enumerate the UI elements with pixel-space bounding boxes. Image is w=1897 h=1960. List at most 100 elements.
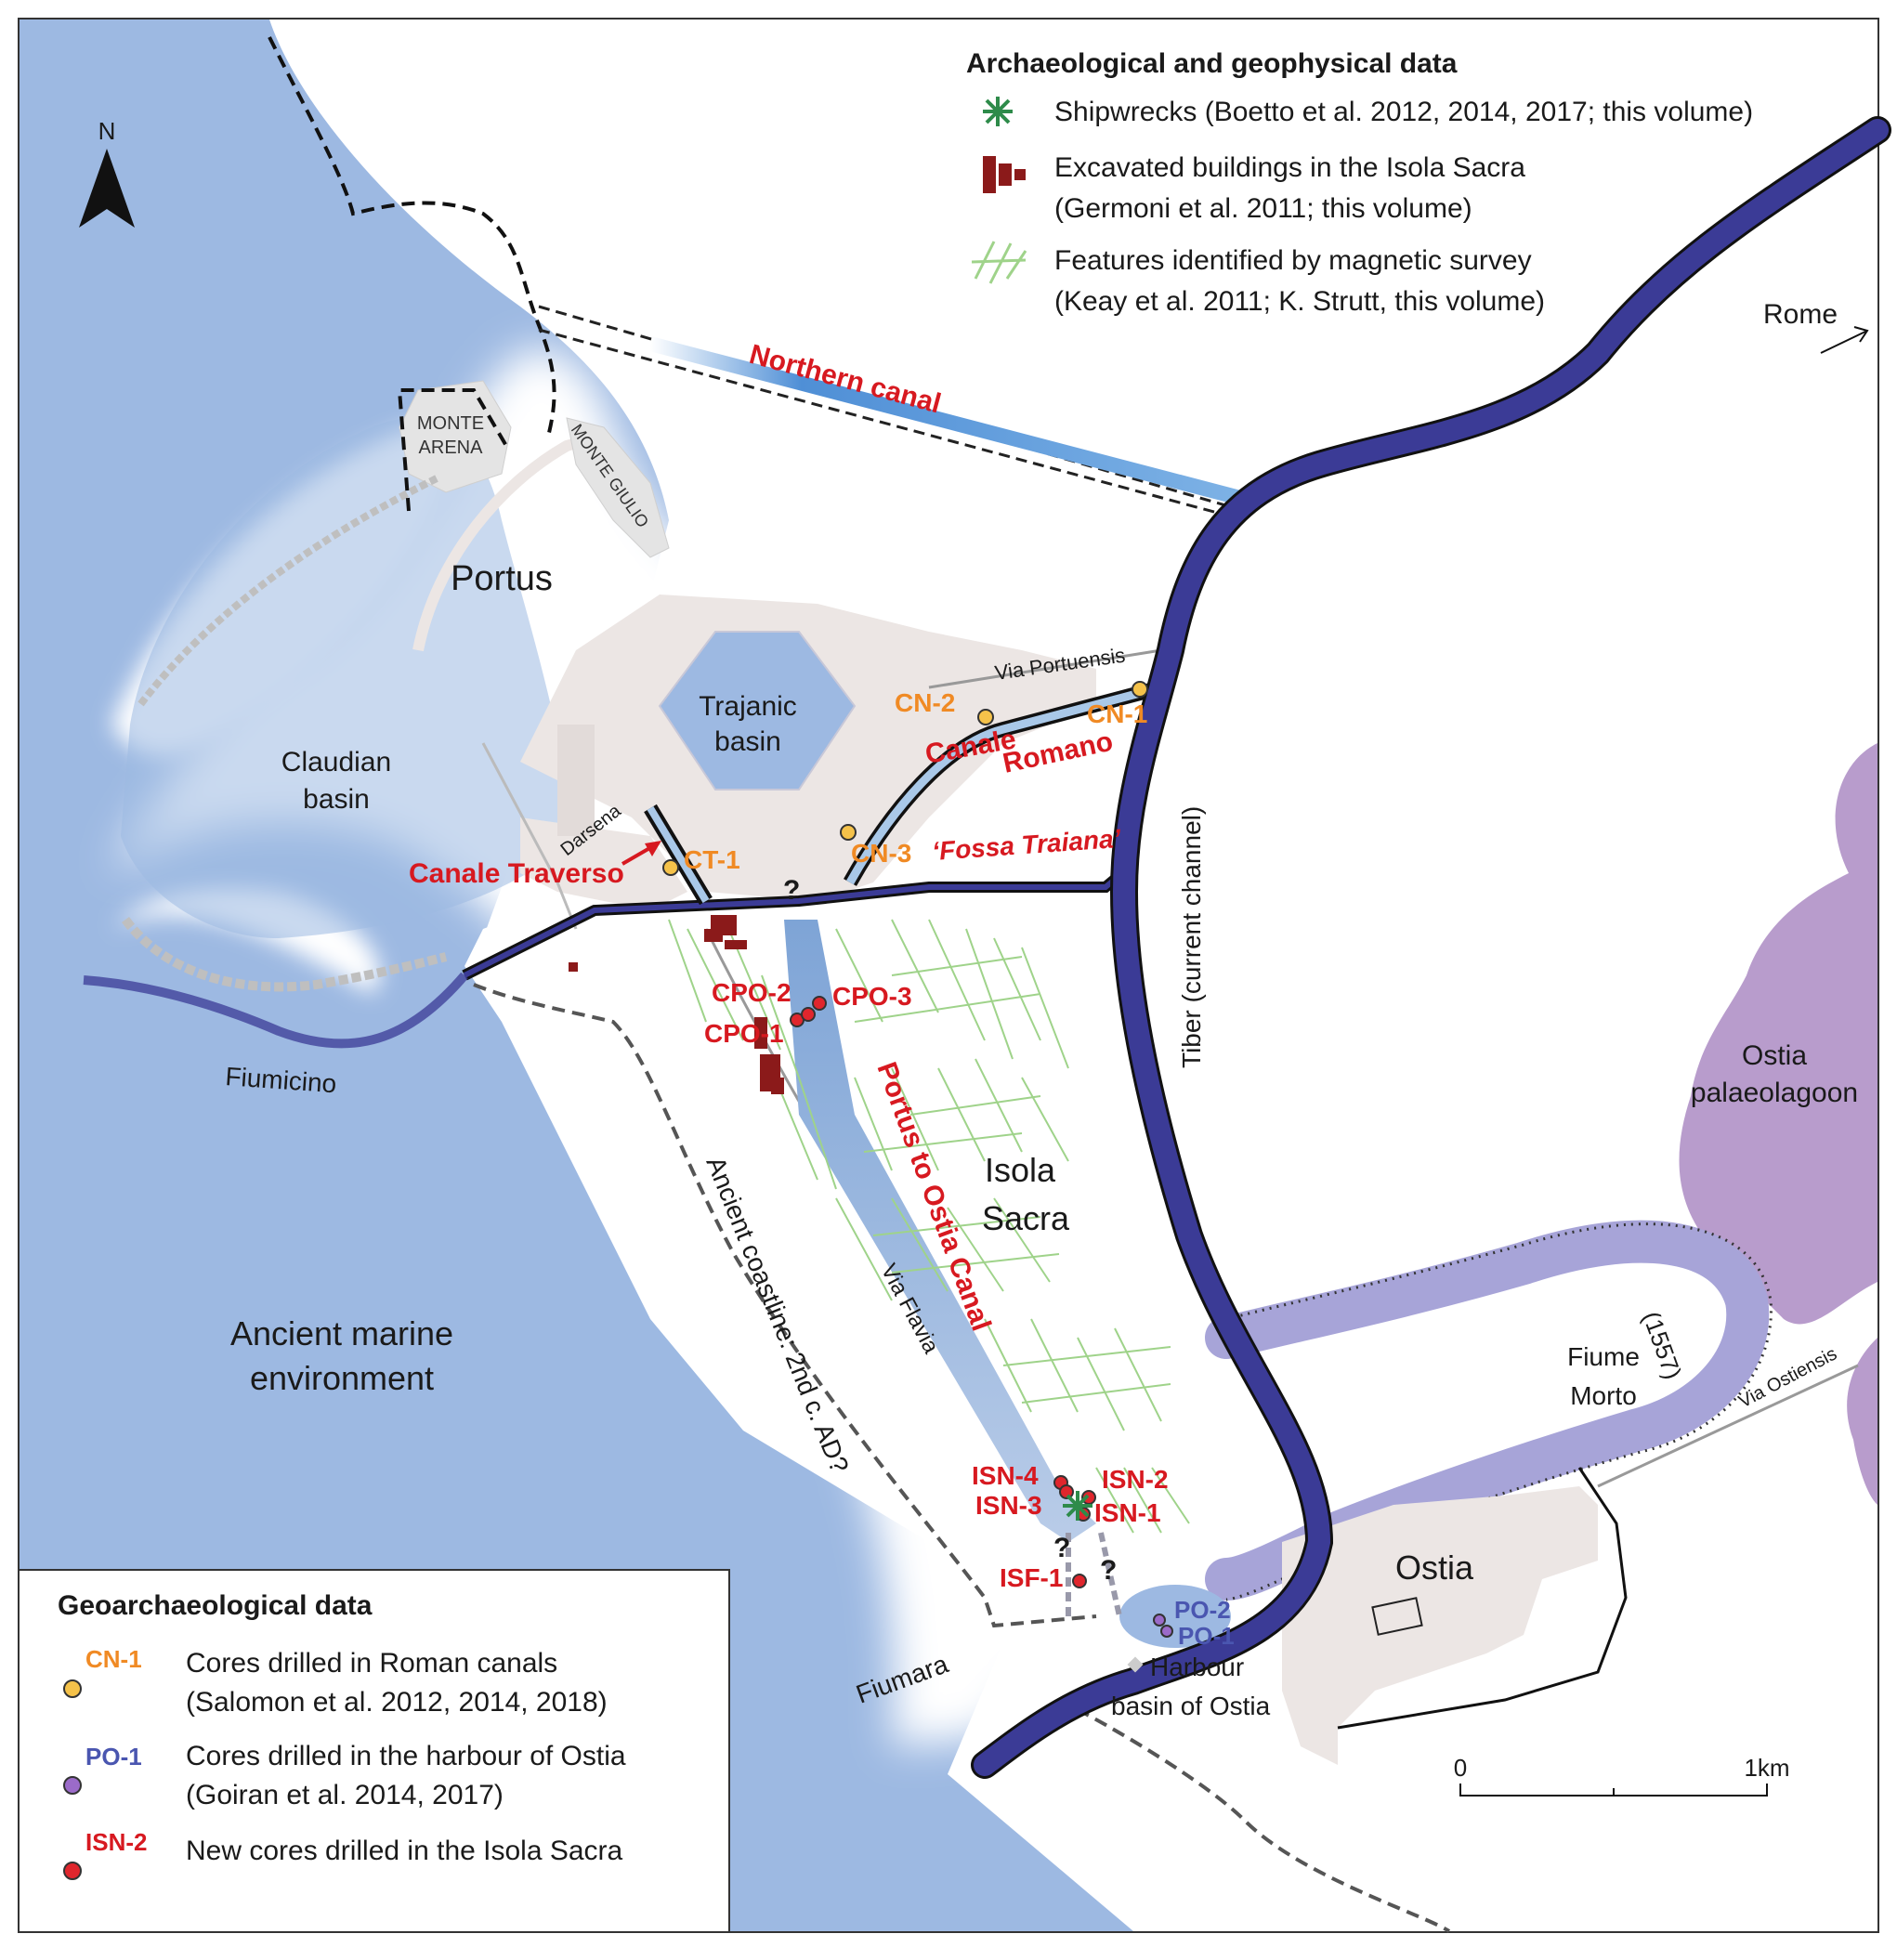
- scale-end: 1km: [1744, 1754, 1789, 1782]
- legend-magnetic-1: Features identified by magnetic survey: [1054, 245, 1532, 276]
- legend-po-line2: (Goiran et al. 2014, 2017): [186, 1780, 504, 1810]
- label-cpo1: CPO-1: [704, 1019, 784, 1048]
- label-tiber: Tiber (current channel): [1177, 806, 1206, 1068]
- core-cn2: [977, 709, 994, 725]
- legend-top: Archaeological and geophysical data Ship…: [966, 48, 1753, 317]
- core-isn3: [1059, 1484, 1074, 1499]
- label-isn4: ISN-4: [972, 1461, 1039, 1490]
- label-isola-1: Isola: [985, 1151, 1056, 1189]
- core-po1: [1160, 1625, 1173, 1638]
- north-mole: [136, 475, 438, 709]
- label-ancient-marine-2: environment: [250, 1359, 434, 1397]
- legend-excavated-1: Excavated buildings in the Isola Sacra: [1054, 152, 1525, 183]
- label-ostia-lagoon-1: Ostia: [1742, 1040, 1807, 1071]
- core-dots: [662, 681, 1173, 1638]
- label-portus: Portus: [451, 559, 553, 598]
- legend-bottom-box: [18, 1569, 730, 1933]
- ostia-temple: [1371, 1597, 1423, 1636]
- legend-po-line1: Cores drilled in the harbour of Ostia: [186, 1741, 626, 1771]
- label-monte-arena-2: ARENA: [419, 438, 484, 458]
- via-portuensis-road: [928, 648, 1162, 689]
- label-isn3: ISN-3: [975, 1491, 1042, 1520]
- label-claudian-2: basin: [303, 784, 370, 815]
- label-cn3: CN-3: [851, 839, 911, 868]
- canale-traverso-arrowhead: [645, 841, 661, 856]
- ostia-harbour-basin: [1119, 1585, 1231, 1648]
- label-cn1: CN-1: [1087, 699, 1147, 728]
- core-cn3: [840, 824, 857, 841]
- label-cn2: CN-2: [895, 688, 955, 717]
- ostia-palaeolagoon: [1679, 743, 1877, 1505]
- label-claudian-1: Claudian: [281, 747, 391, 777]
- legend-orange-dot: [63, 1679, 82, 1698]
- legend-code-isn2: ISN-2: [85, 1828, 147, 1856]
- label-cpo3: CPO-3: [832, 982, 912, 1011]
- label-fiume-morto-2: Morto: [1570, 1381, 1637, 1410]
- core-cpo2: [801, 1007, 816, 1022]
- label-harbour-2: basin of Ostia: [1111, 1692, 1271, 1720]
- northern-canal: [648, 336, 1257, 509]
- label-harbour-1: Harbour: [1150, 1653, 1244, 1681]
- label-ancient-marine-1: Ancient marine: [230, 1314, 453, 1352]
- legend-red-dot: [63, 1862, 82, 1880]
- north-arrow-icon: [79, 149, 135, 228]
- legend-shipwrecks: Shipwrecks (Boetto et al. 2012, 2014, 20…: [1054, 97, 1753, 127]
- canale-traverso-line: [481, 742, 578, 930]
- magnetic-features: [668, 919, 1190, 1534]
- label-cpo2: CPO-2: [712, 978, 792, 1007]
- ostia-walls: [1337, 1467, 1628, 1730]
- label-isf1: ISF-1: [1000, 1563, 1063, 1592]
- legend-isn-line1: New cores drilled in the Isola Sacra: [186, 1836, 623, 1866]
- rome-arrow-icon: [1820, 326, 1869, 354]
- label-po1: PO-1: [1178, 1622, 1235, 1650]
- core-isf1: [1072, 1574, 1087, 1588]
- monte-giulio: [566, 417, 670, 558]
- legend-cn-line2: (Salomon et al. 2012, 2014, 2018): [186, 1687, 608, 1718]
- label-ct1: CT-1: [684, 845, 740, 874]
- legend-purple-dot: [63, 1776, 82, 1795]
- canale-romano-inner: [846, 683, 1163, 885]
- northern-canal-dashes: [538, 305, 1246, 522]
- shipwreck-marker: [1063, 1491, 1092, 1521]
- old-coastline-north: [268, 36, 556, 438]
- fiumicino-channel: [83, 972, 468, 1049]
- via-ostiensis-road: [1597, 1364, 1859, 1488]
- legend-code-cn1: CN-1: [85, 1645, 142, 1673]
- fossa-traiana-inner: [463, 861, 1135, 978]
- label-trajanic-2: basin: [714, 726, 781, 757]
- portus-ostia-canal: [784, 920, 1096, 1542]
- legend-magnetic-2: (Keay et al. 2011; K. Strutt, this volum…: [1054, 286, 1545, 317]
- label-ostia-lagoon-2: palaeolagoon: [1691, 1078, 1858, 1108]
- scale-start: 0: [1454, 1754, 1467, 1782]
- legend-code-po1: PO-1: [85, 1743, 142, 1771]
- ancient-coastline: [473, 983, 1097, 1628]
- harbour-diamond-icon: [1127, 1656, 1144, 1673]
- magnetic-feature-icon: [971, 241, 1027, 284]
- monte-arena-outline: [397, 388, 508, 512]
- south-mole: [122, 916, 448, 992]
- label-monte-arena-1: MONTE: [417, 413, 484, 434]
- ostia-town: [1282, 1486, 1598, 1765]
- label-trajanic-1: Trajanic: [699, 691, 797, 722]
- label-ostia: Ostia: [1395, 1548, 1474, 1587]
- question-mark-3: ?: [1100, 1555, 1117, 1586]
- north-label: N: [98, 117, 116, 145]
- legend-excavated-2: (Germoni et al. 2011; this volume): [1054, 193, 1472, 224]
- core-cn1: [1132, 681, 1148, 698]
- question-mark-2: ?: [1053, 1533, 1070, 1563]
- tiber-river-fill: [974, 119, 1889, 1776]
- excavated-buildings: [569, 915, 784, 1094]
- legend-top-title: Archaeological and geophysical data: [966, 48, 1458, 79]
- coastline-south: [1058, 1698, 1451, 1933]
- label-rome: Rome: [1763, 299, 1838, 330]
- excavated-building-icon: [983, 156, 1026, 193]
- label-fiume-morto-1: Fiume: [1567, 1342, 1640, 1371]
- label-po2: PO-2: [1174, 1596, 1231, 1624]
- legend-bottom-title: Geoarchaeological data: [58, 1590, 373, 1621]
- label-isn2: ISN-2: [1102, 1465, 1169, 1494]
- core-po2: [1153, 1614, 1166, 1627]
- core-cpo3: [812, 996, 827, 1011]
- scale-bar: [1459, 1784, 1768, 1797]
- canale-traverso-inner: [647, 805, 710, 904]
